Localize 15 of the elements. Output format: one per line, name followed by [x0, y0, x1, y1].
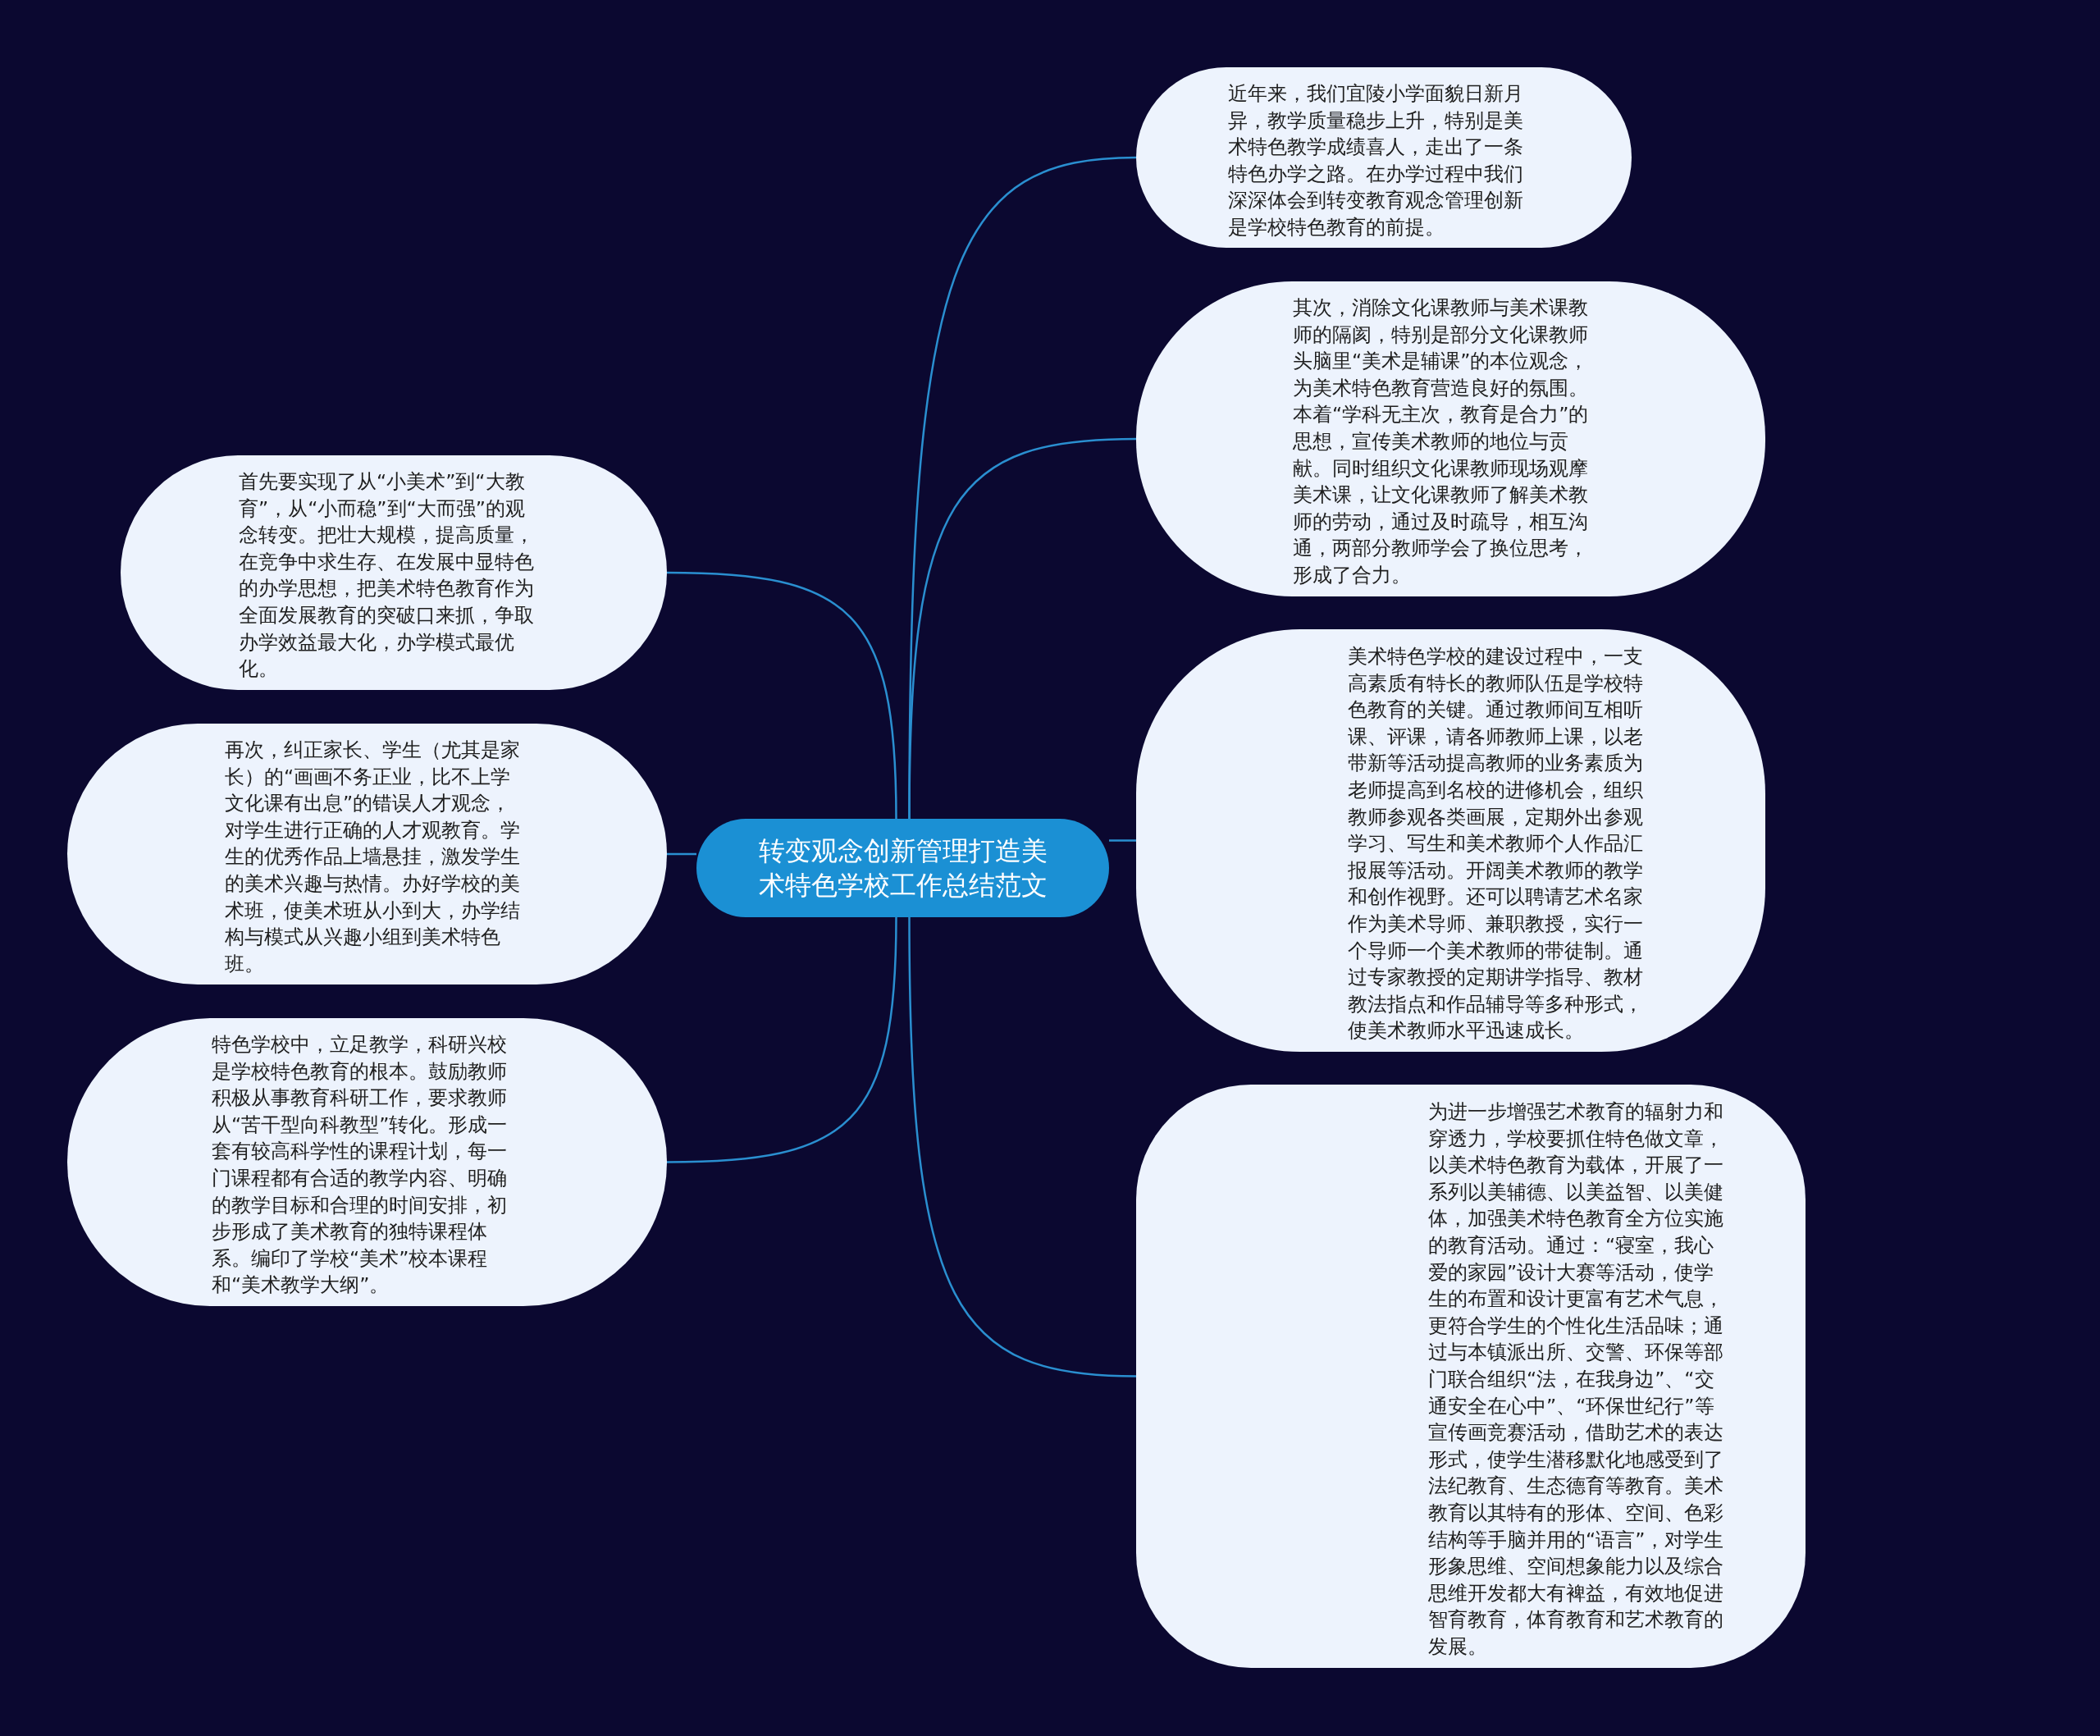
paragraph-text: 近年来，我们宜陵小学面貌日新月异，教学质量稳步上升，特别是美术特色教学成绩喜人，走出了一条特色办学之路。在办学过程中我们深深体会到转变教育观念管理创新是学校特色教育的前提。	[1228, 81, 1524, 240]
title-text: 转变观念创新管理打造美术特色学校工作总结范文	[757, 834, 1048, 902]
connector-line	[666, 916, 897, 1163]
topic-bubble	[1136, 1085, 1806, 1668]
paragraph-text: 特色学校中，立足教学，科研兴校是学校特色教育的根本。鼓励教师积极从事教育科研工作，要求教师从“苦干型向科教型”转化。形成一套有较高科学性的课程计划，每一门课程都有合适的教学内容、明确的教学目标和合理的时间安排，初步形成了美术教育的独特课程体系。编印了学校“美术”校本课程和“美术教学大纲”。	[212, 1032, 509, 1299]
connector-line	[908, 437, 1137, 819]
connector-line	[667, 852, 696, 856]
paragraph-text: 为进一步增强艺术教育的辐射力和穿透力，学校要抓住特色做文章，以美术特色教育为载体，开展了一系列以美辅德、以美益智、以美健体，加强美术特色教育全方位实施的教育活动。通过：“寝室，我心爱的家园”设计大赛等活动，使学生的布置和设计更富有艺术气息，更符合学生的个性化生活品味；通过与本镇派出所、交警、环保等部门联合组织“法，在我身边”、“交通安全在心中”、“环保世纪行”等宣传画竞赛活动，借助艺术的表达形式，使学生潜移默化地感受到了法纪教育、生态德育等教育。美术教育以其特有的形体、空间、色彩结构等手脑并用的“语言”，对学生形象思维、空间想象能力以及综合思维开发都大有裨益，有效地促进智育教育，体育教育和艺术教育的发展。	[1428, 1099, 1725, 1660]
paragraph-text: 首先要实现了从“小美术”到“大教育”，从“小而稳”到“大而强”的观念转变。把壮大规模，提高质量，在竞争中求生存、在发展中显特色的办学思想，把美术特色教育作为全面发展教育的突破口来抓，争取办学效益最大化，办学模式最优化。	[239, 469, 535, 683]
connector-line	[1109, 839, 1136, 842]
connector-line	[666, 571, 897, 820]
paragraph-text: 再次，纠正家长、学生（尤其是家长）的“画画不务正业，比不上学文化课有出息”的错误人才观念，对学生进行正确的人才观教育。学生的优秀作品上墙悬挂，激发学生的美术兴趣与热情。办好学校的美术班，使美术班从小到大，办学结构与模式从兴趣小组到美术特色班。	[225, 738, 521, 977]
paragraph-text: 其次，消除文化课教师与美术课教师的隔阂，特别是部分文化课教师头脑里“美术是辅课”的本位观念，为美术特色教育营造良好的氛围。本着“学科无主次，教育是合力”的思想，宣传美术教师的地位与贡献。同时组织文化课教师现场观摩美术课，让文化课教师了解美术教师的劳动，通过及时疏导，相互沟通，两部分教师学会了换位思考，形成了合力。	[1293, 295, 1590, 588]
paragraph-text: 美术特色学校的建设过程中，一支高素质有特长的教师队伍是学校特色教育的关键。通过教师间互相听课、评课，请各师教师上课，以老带新等活动提高教师的业务素质为老师提高到名校的进修机会，组织教师参观各类画展，定期外出参观学习、写生和美术教师个人作品汇报展等活动。开阔美术教师的教学和创作视野。还可以聘请艺术名家作为美术导师、兼职教授，实行一个导师一个美术教师的带徒制。通过专家教授的定期讲学指导、教材教法指点和作品辅导等多种形式，使美术教师水平迅速成长。	[1348, 644, 1644, 1044]
connector-line	[908, 917, 1137, 1377]
